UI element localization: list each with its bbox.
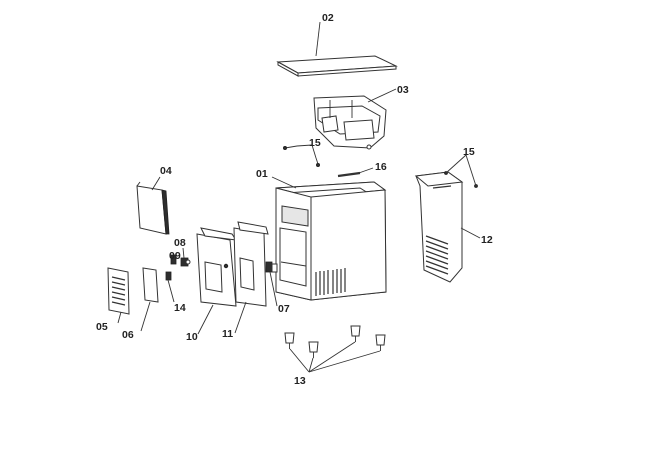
part-door-panel-right [233, 221, 269, 307]
callout-15-back: 15 [463, 146, 475, 158]
callout-13: 13 [294, 375, 306, 387]
grille-slots [111, 276, 126, 306]
part-main-cabinet [275, 181, 387, 301]
callout-14: 14 [174, 302, 186, 314]
cabinet-vent [315, 268, 346, 296]
part-hinge [170, 254, 177, 265]
callout-04: 04 [160, 165, 172, 177]
part-small-door [136, 181, 170, 235]
back-panel-vent [425, 235, 449, 275]
part-filter [142, 267, 159, 303]
foot-2 [308, 341, 319, 358]
part-clip [165, 271, 172, 281]
callout-03: 03 [397, 84, 409, 96]
part-back-panel [414, 171, 464, 283]
part-bracket [265, 261, 278, 273]
foot-4 [375, 334, 386, 351]
callout-05: 05 [96, 321, 108, 333]
foot-1 [284, 332, 295, 349]
callout-10: 10 [186, 331, 198, 343]
callout-09: 09 [169, 250, 181, 262]
callout-06: 06 [122, 329, 134, 341]
callout-07: 07 [278, 303, 290, 315]
leader-lines [117, 21, 481, 373]
callout-01: 01 [256, 168, 268, 180]
part-grille [107, 267, 130, 315]
callout-15-top: 15 [309, 137, 321, 149]
part-feet [284, 325, 386, 358]
callout-11: 11 [222, 328, 233, 340]
part-door-panel-left [196, 227, 238, 307]
callout-12: 12 [481, 234, 493, 246]
part-screws-top [282, 145, 320, 167]
part-switch [180, 257, 191, 267]
foot-3 [350, 325, 361, 342]
callout-08: 08 [174, 237, 186, 249]
part-top-lid [276, 55, 398, 77]
callout-labels: 02 03 15 16 01 15 12 04 08 09 14 05 06 1… [96, 12, 493, 387]
callout-02: 02 [322, 12, 334, 24]
part-inner-bin [313, 95, 387, 150]
callout-16: 16 [375, 161, 387, 173]
